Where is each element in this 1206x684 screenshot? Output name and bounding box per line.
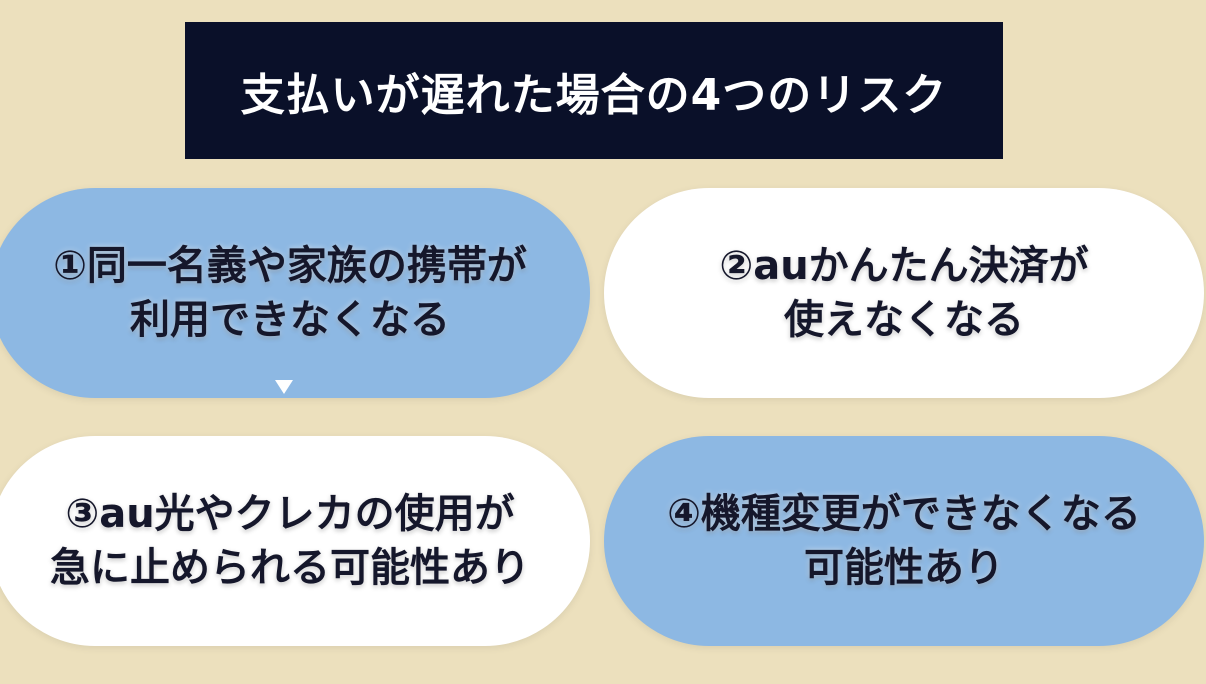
triangle-down-icon bbox=[275, 380, 293, 394]
risk-card-4-line-1: ④機種変更ができなくなる bbox=[667, 491, 1141, 537]
risk-card-2-line-1: ②auかんたん決済が bbox=[719, 243, 1089, 289]
risk-card-2-text: ②auかんたん決済が 使えなくなる bbox=[719, 239, 1088, 347]
risk-card-4-text: ④機種変更ができなくなる 可能性あり bbox=[667, 487, 1141, 595]
risk-card-2: ②auかんたん決済が 使えなくなる bbox=[604, 188, 1204, 398]
risk-card-4-line-2: 可能性あり bbox=[804, 545, 1004, 591]
risk-card-3-line-1: ③au光やクレカの使用が bbox=[65, 491, 515, 537]
risk-card-3-line-2: 急に止められる可能性あり bbox=[50, 545, 530, 591]
risk-card-1-line-1: ①同一名義や家族の携帯が bbox=[53, 243, 527, 289]
risk-card-4: ④機種変更ができなくなる 可能性あり bbox=[604, 436, 1204, 646]
risk-card-1: ①同一名義や家族の携帯が 利用できなくなる bbox=[0, 188, 590, 398]
risk-card-1-line-2: 利用できなくなる bbox=[130, 297, 450, 343]
risk-card-2-line-2: 使えなくなる bbox=[784, 297, 1024, 343]
title-banner: 支払いが遅れた場合の4つのリスク bbox=[185, 22, 1003, 159]
risk-card-3: ③au光やクレカの使用が 急に止められる可能性あり bbox=[0, 436, 590, 646]
page-title: 支払いが遅れた場合の4つのリスク bbox=[240, 69, 948, 121]
risk-card-3-text: ③au光やクレカの使用が 急に止められる可能性あり bbox=[50, 487, 530, 595]
risk-card-1-text: ①同一名義や家族の携帯が 利用できなくなる bbox=[53, 239, 527, 347]
